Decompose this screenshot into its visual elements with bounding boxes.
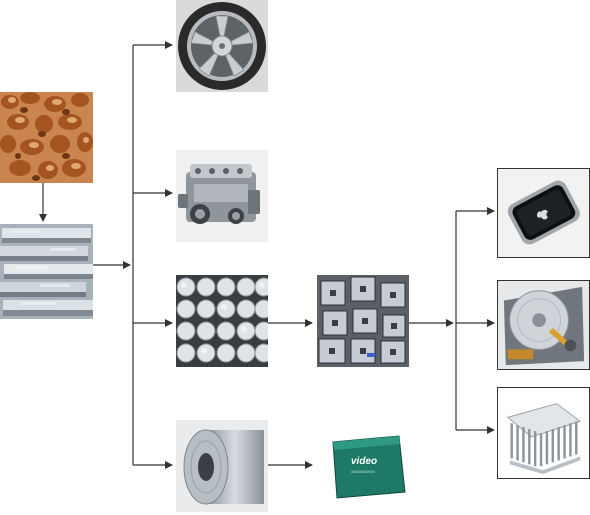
hard-disk-drive-image bbox=[497, 280, 590, 370]
car-engine-image bbox=[176, 150, 268, 242]
aluminum-sheet-coil-image bbox=[176, 420, 268, 512]
aluminum-extrusion-profile-image bbox=[317, 275, 409, 367]
phone-bumper-frame-image bbox=[497, 168, 590, 258]
device-case-subtext: XXXXXXXXX bbox=[351, 469, 375, 474]
finned-heatsink-image bbox=[497, 387, 590, 479]
aluminum-billet-bundle-image bbox=[176, 275, 268, 367]
bauxite-ore-image bbox=[0, 92, 93, 183]
video-device-enclosure-image: video XXXXXXXXX bbox=[327, 424, 407, 504]
alloy-wheel-image bbox=[176, 0, 268, 92]
device-case-brand-text: video bbox=[351, 456, 377, 467]
aluminum-ingot-stack-image bbox=[0, 224, 93, 319]
